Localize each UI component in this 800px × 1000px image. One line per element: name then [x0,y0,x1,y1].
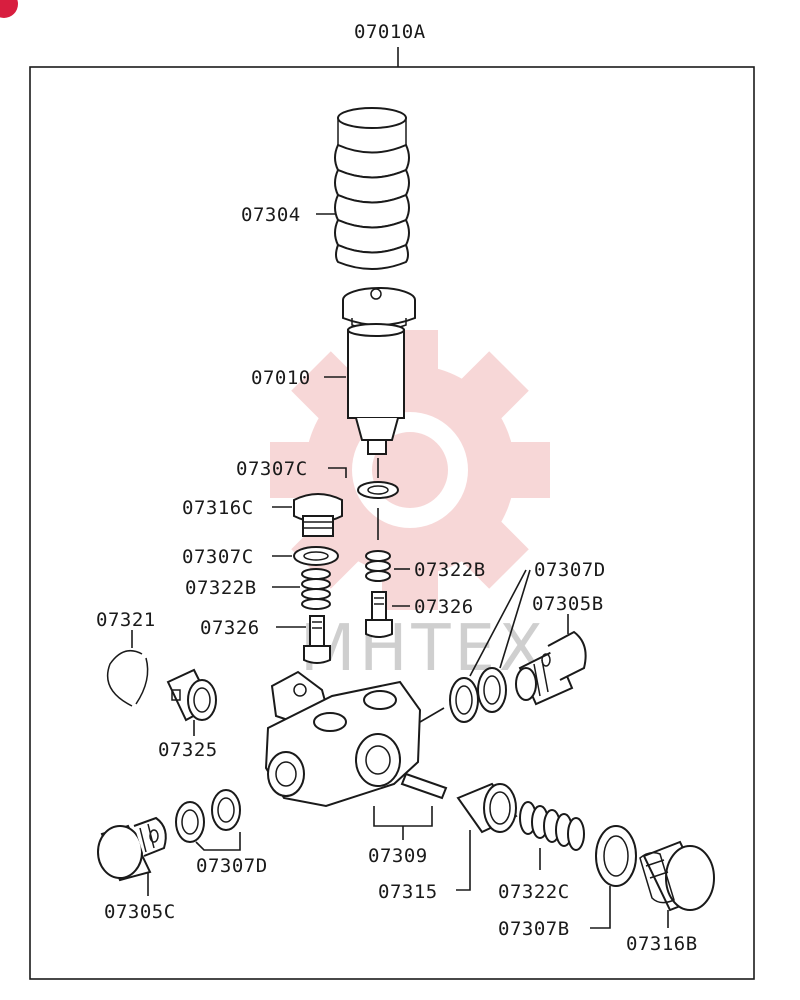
banjo-bolt-07305c-part [97,816,167,882]
watermark-gear-icon [270,330,550,610]
bellows-boot-part [334,107,410,270]
leader-07307c-top [328,467,347,478]
valve-07326-left-part [303,615,331,664]
spring-07322b-right-part [365,550,391,582]
label-07307d-bottom: 07307D [196,855,268,877]
label-07305b: 07305B [532,593,604,615]
label-07307c-top: 07307C [236,458,308,480]
label-07307b: 07307B [498,918,570,940]
leader-07315 [456,830,471,891]
corner-badge-icon [0,0,18,18]
label-07325: 07325 [158,739,218,761]
label-07309: 07309 [368,845,428,867]
plug-07316c-part [293,493,343,537]
plunger-pump-part [342,287,416,455]
label-07326-left: 07326 [200,617,260,639]
label-07304: 07304 [241,204,301,226]
washer-07307c-top-part [357,481,399,499]
label-07307c-left: 07307C [182,546,254,568]
diagram-frame [29,66,755,980]
plug-07316b-part [639,840,715,912]
leader-07307d-top [469,569,531,677]
washers-07307d-top-part [449,667,507,723]
leader-07307d-bottom [195,832,241,851]
label-07305c: 07305C [104,901,176,923]
pin-07309-part [400,772,448,800]
leader-07307b [590,886,611,929]
pump-housing-part [264,670,445,808]
label-07316b: 07316B [626,933,698,955]
label-07326-right: 07326 [414,596,474,618]
label-07322b-right: 07322B [414,559,486,581]
washer-07307b-part [595,825,637,887]
label-07321: 07321 [96,609,156,631]
spring-07322c-part [519,801,585,851]
label-07322c: 07322C [498,881,570,903]
spring-07322b-left-part [301,568,331,610]
label-07010: 07010 [251,367,311,389]
watermark-text: MHTEX [300,612,547,686]
label-07322b-left: 07322B [185,577,257,599]
label-07316c: 07316C [182,497,254,519]
washer-07307c-left-part [293,546,339,566]
banjo-bolt-07305b-part [515,630,587,706]
label-07315: 07315 [378,881,438,903]
sleeve-07315-part [456,782,518,834]
snap-ring-07321-part [106,649,143,707]
washers-07307d-bottom-part [175,789,241,843]
valve-07326-right-part [365,591,393,638]
strainer-07325-part [166,668,217,722]
assembly-label: 07010A [354,21,426,43]
label-07307d-top: 07307D [534,559,606,581]
leader-07309 [373,806,433,827]
